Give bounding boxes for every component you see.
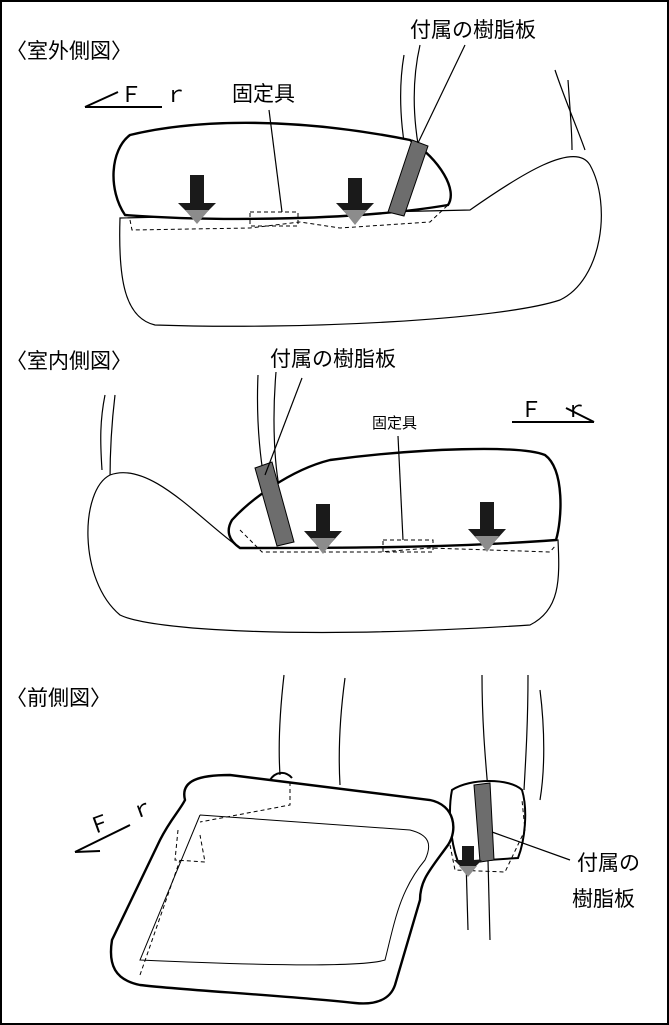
front-press-arrow bbox=[454, 846, 482, 877]
inner-fr-indicator: Ｆ ｒ bbox=[512, 398, 595, 423]
front-cushion bbox=[109, 773, 455, 1005]
front-recline-knob bbox=[269, 772, 293, 781]
inner-view-title: 〈室内側図〉 bbox=[6, 349, 132, 373]
front-fixture-dashed bbox=[449, 799, 526, 873]
outer-view-title: 〈室外側図〉 bbox=[6, 39, 132, 63]
front-dashed-outline bbox=[139, 782, 291, 976]
outer-seat-base bbox=[119, 155, 602, 327]
outer-resin-plate-leader bbox=[417, 44, 466, 144]
front-resin-plate bbox=[473, 782, 495, 863]
front-view: 〈前側図〉 Ｆ ｒ bbox=[6, 674, 640, 1005]
front-resin-plate-label-2: 樹脂板 bbox=[572, 887, 635, 911]
front-view-title: 〈前側図〉 bbox=[6, 686, 111, 710]
outer-resin-plate-label: 付属の樹脂板 bbox=[410, 18, 536, 42]
inner-cushion bbox=[227, 447, 562, 550]
front-resin-plate-leader bbox=[491, 831, 571, 861]
front-backrest bbox=[278, 674, 545, 941]
inner-resin-plate bbox=[254, 461, 295, 547]
inner-side-view: 〈室内側図〉 Ｆ ｒ bbox=[6, 347, 595, 634]
inner-fixture-box bbox=[382, 539, 434, 553]
outer-dashed-outline bbox=[129, 204, 449, 231]
inner-press-arrow-1 bbox=[304, 504, 342, 554]
front-fr-indicator: Ｆ ｒ bbox=[74, 791, 165, 853]
outer-side-view: 〈室外側図〉 Ｆ ｒ bbox=[6, 18, 602, 327]
front-fr-label: Ｆ ｒ bbox=[86, 791, 165, 840]
front-resin-plate-label-1: 付属の bbox=[577, 851, 640, 875]
inner-fr-label: Ｆ ｒ bbox=[520, 398, 595, 423]
inner-resin-plate-leader bbox=[264, 377, 303, 476]
outer-fixture-box bbox=[249, 211, 299, 227]
outer-fixture-leader bbox=[268, 109, 283, 213]
inner-fixture-label: 固定具 bbox=[372, 414, 417, 432]
outer-fr-indicator: Ｆ ｒ bbox=[84, 83, 195, 108]
outer-fixture-label: 固定具 bbox=[232, 82, 295, 106]
inner-resin-plate-label: 付属の樹脂板 bbox=[270, 347, 396, 371]
inner-press-arrow-2 bbox=[468, 502, 506, 552]
outer-press-arrow-1 bbox=[178, 175, 216, 224]
inner-fixture-leader bbox=[397, 435, 404, 541]
outer-resin-plate bbox=[387, 139, 429, 217]
front-cushion-seam bbox=[139, 814, 430, 966]
outer-press-arrow-2 bbox=[336, 178, 374, 225]
outer-fr-label: Ｆ ｒ bbox=[120, 83, 195, 108]
